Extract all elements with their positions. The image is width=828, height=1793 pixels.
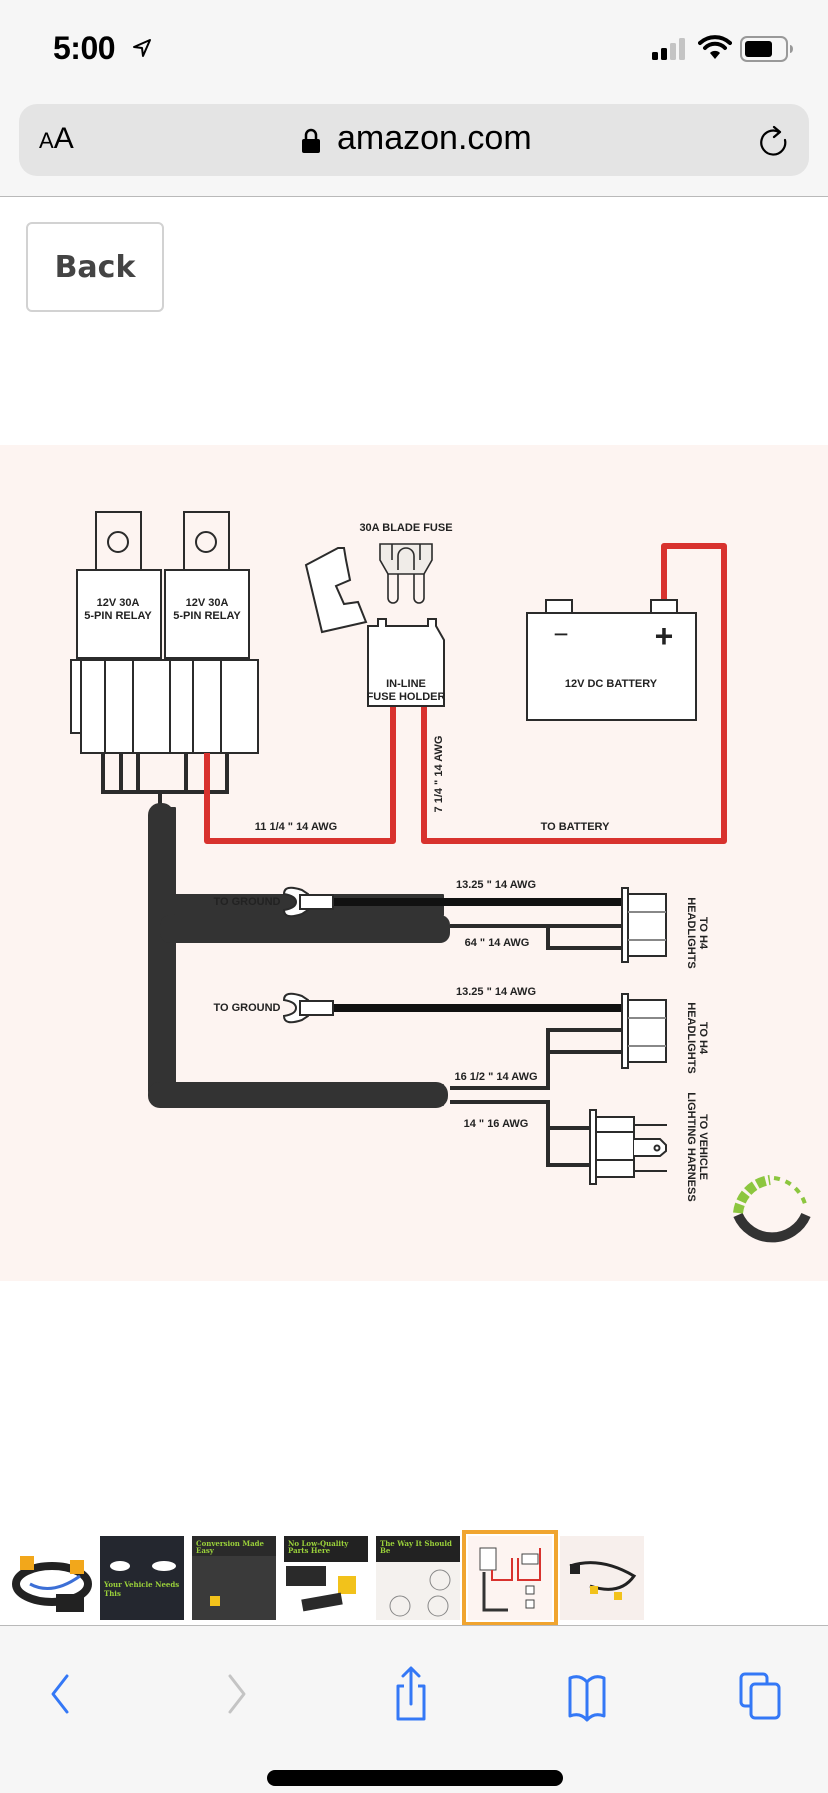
wifi-icon: [698, 35, 732, 59]
thumbnail-4-title: No Low-Quality Parts Here: [288, 1539, 349, 1555]
thumbnail-4[interactable]: No Low-Quality Parts Here: [284, 1536, 368, 1620]
ground-terminal-1: [282, 886, 334, 918]
forward-chevron-icon[interactable]: [212, 1664, 262, 1724]
reload-icon[interactable]: [757, 124, 793, 160]
wiring-diagram-svg: − +: [70, 511, 811, 1243]
url-domain[interactable]: amazon.com: [337, 119, 532, 157]
thumbnail-6-selected[interactable]: [462, 1530, 558, 1626]
lock-icon: [302, 128, 320, 153]
brand-logo-icon: [733, 1175, 811, 1243]
relay-1-label-line2: 5-PIN RELAY: [84, 610, 152, 622]
ground-2-label: TO GROUND: [213, 1002, 280, 1014]
to-battery-label: TO BATTERY: [541, 821, 611, 833]
headlight-wire-2-label: 16 1/2 " 14 AWG: [454, 1071, 537, 1083]
red-wire-relay-to-fuse: [204, 706, 396, 844]
relay-1-tab-hole: [107, 531, 129, 553]
harness-label-line1: TO VEHICLE: [697, 1114, 709, 1180]
blade-fuse-icon: [379, 543, 433, 604]
ground-terminal-2: [282, 992, 334, 1024]
relay-2-tab-hole: [195, 531, 217, 553]
clock: 5:00: [53, 30, 116, 66]
vehicle-harness-plug: [589, 1109, 667, 1185]
wiring-diagram-image[interactable]: − +: [0, 445, 828, 1281]
back-button[interactable]: Back: [26, 222, 164, 312]
h4-connector-1: [621, 887, 667, 963]
cellular-signal-icon: [652, 38, 685, 60]
battery-icon: [740, 36, 793, 62]
harness-branch-1: [160, 915, 450, 943]
headlight-1-label-line2: HEADLIGHTS: [685, 897, 697, 969]
fuse-label: 30A BLADE FUSE: [359, 522, 452, 534]
relay-1-body: [76, 569, 162, 659]
thumbnail-2[interactable]: Your Vehicle Needs This: [100, 1536, 184, 1620]
home-indicator[interactable]: [267, 1770, 563, 1786]
battery-diagram-icon: [526, 599, 697, 721]
relay-2-label-line2: 5-PIN RELAY: [173, 610, 241, 622]
headlight-1-label-line1: TO H4: [697, 917, 709, 950]
harness-label-line2: LIGHTING HARNESS: [685, 1092, 697, 1201]
relay-2-tab: [183, 511, 230, 571]
headlight-2-label-line1: TO H4: [697, 1022, 709, 1055]
browser-address-area: AA amazon.com: [0, 90, 828, 197]
ground-1-label: TO GROUND: [213, 896, 280, 908]
location-arrow-icon: [133, 39, 151, 57]
thumbnail-5-title: The Way It Should Be: [380, 1539, 452, 1555]
fuse-holder-label-line1: IN-LINE: [386, 678, 426, 690]
relay-2-body: [164, 569, 250, 659]
thumbnail-1[interactable]: [10, 1536, 94, 1620]
ground-wire-2-label: 13.25 " 14 AWG: [456, 986, 536, 998]
thumbnail-7[interactable]: [560, 1536, 644, 1620]
ground-wire-1-label: 13.25 " 14 AWG: [456, 879, 536, 891]
battery-positive-symbol: +: [655, 618, 674, 654]
text-size-button[interactable]: AA: [39, 122, 74, 155]
thumbnail-3-title: Conversion Made Easy: [196, 1539, 264, 1555]
headlight-2-label-line2: HEADLIGHTS: [685, 1002, 697, 1074]
tabs-icon[interactable]: [737, 1664, 787, 1724]
thumbnail-2-caption: Your Vehicle Needs This: [104, 1580, 180, 1598]
wire-label-relay-fuse: 11 1/4 " 14 AWG: [255, 821, 337, 833]
fuse-holder-cap-icon: [304, 547, 368, 634]
harness-wire-label: 14 " 16 AWG: [464, 1118, 529, 1130]
status-bar: 5:00: [0, 0, 828, 90]
wire-label-fuse-battery: 7 1/4 " 14 AWG: [433, 736, 445, 813]
browser-toolbar: [0, 1625, 828, 1793]
image-thumbnail-strip: Your Vehicle Needs This Conversion Made …: [0, 1530, 828, 1626]
address-bar[interactable]: AA amazon.com: [19, 104, 809, 176]
relay-1-tab: [95, 511, 142, 571]
battery-label: 12V DC BATTERY: [565, 678, 658, 690]
thumbnail-5[interactable]: The Way It Should Be: [376, 1536, 460, 1620]
inline-fuse-holder: [367, 618, 445, 707]
red-wire-fuse-to-battery: [421, 543, 727, 844]
headlight-wire-1-label: 64 " 14 AWG: [465, 937, 530, 949]
fuse-holder-label-line2: FUSE HOLDER: [367, 691, 446, 703]
back-chevron-icon[interactable]: [35, 1664, 85, 1724]
main-harness: [159, 807, 444, 1106]
relay-2-label-line1: 12V 30A: [186, 597, 229, 609]
relay-1-label-line1: 12V 30A: [97, 597, 140, 609]
h4-connector-2: [621, 993, 667, 1069]
battery-negative-symbol: −: [553, 619, 568, 649]
bookmarks-icon[interactable]: [562, 1664, 612, 1724]
thumbnail-3[interactable]: Conversion Made Easy: [192, 1536, 276, 1620]
share-icon[interactable]: [386, 1664, 436, 1724]
